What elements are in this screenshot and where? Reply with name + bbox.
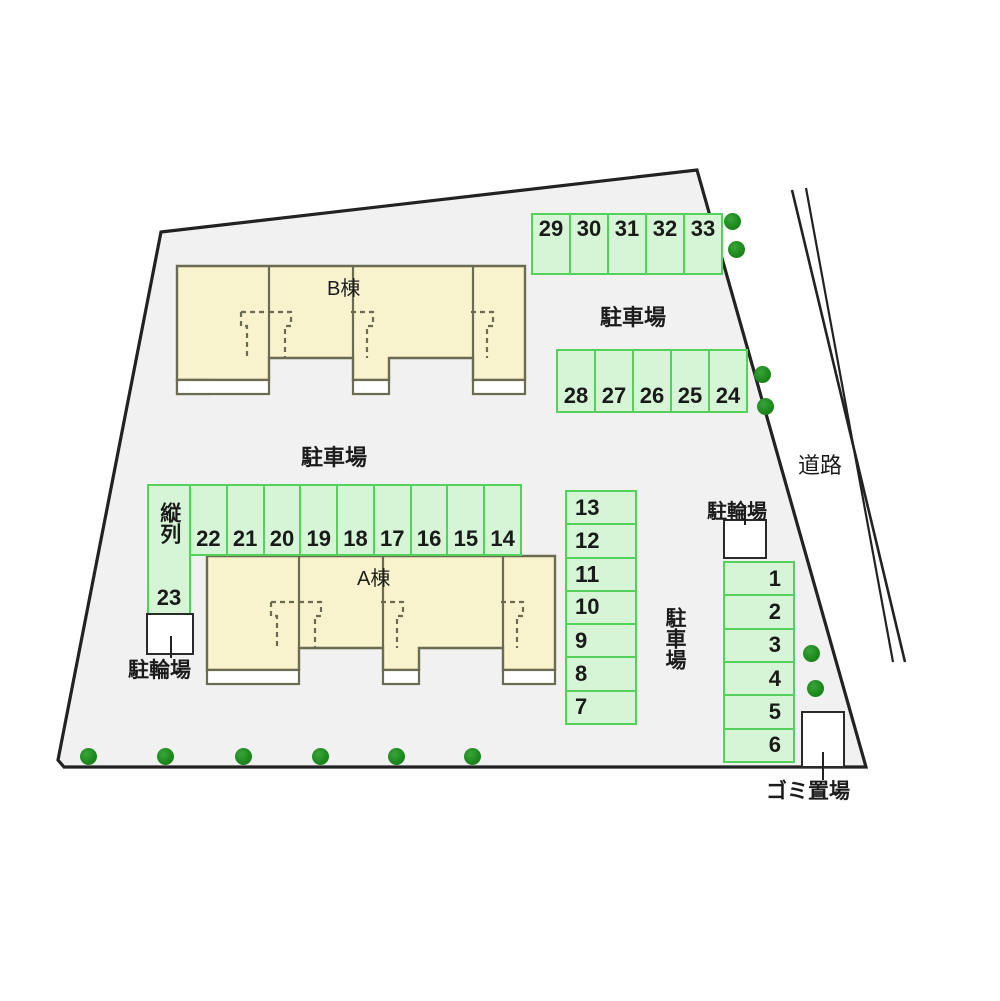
trash-area-leader <box>822 752 824 780</box>
tree-icon <box>728 241 745 258</box>
parking-label-top: 駐車場 <box>600 306 667 331</box>
stall-15[interactable]: 15 <box>446 486 483 554</box>
stall-13[interactable]: 13 <box>575 494 600 520</box>
stall-29[interactable]: 29 <box>538 216 564 241</box>
stalls-22-14[interactable]: 22 21 20 19 18 17 16 15 14 <box>189 484 522 556</box>
stall-23[interactable]: 23 <box>156 585 182 610</box>
stall-8[interactable]: 8 <box>567 656 635 689</box>
stalls-28-24[interactable]: 28 27 26 25 24 <box>556 349 748 413</box>
stalls-13-7[interactable]: 13 12 11 10 9 8 7 <box>565 490 637 725</box>
tandem-header: 縦列 <box>149 486 189 561</box>
stall-28[interactable]: 28 <box>563 383 589 408</box>
bike-parking-right-box[interactable] <box>723 519 767 559</box>
road-edge-inner <box>790 189 907 663</box>
stalls-1-6[interactable]: 1 2 3 4 5 6 <box>723 561 795 763</box>
stall-30[interactable]: 30 <box>569 215 607 273</box>
tree-icon <box>464 748 481 765</box>
a-building: A棟 <box>205 554 557 688</box>
stall-1[interactable]: 1 <box>768 565 781 591</box>
stall-2[interactable]: 2 <box>725 594 793 627</box>
road-label: 道路 <box>798 454 843 479</box>
stall-32[interactable]: 32 <box>645 215 683 273</box>
stall-12[interactable]: 12 <box>567 523 635 556</box>
bike-parking-right-label: 駐輪場 <box>707 499 767 523</box>
b-building: B棟 <box>175 264 527 398</box>
trash-area-label: ゴミ置場 <box>766 779 850 803</box>
bike-parking-left-leader <box>170 636 172 658</box>
stalls-29-33[interactable]: 29 30 31 32 33 <box>531 213 723 275</box>
stall-10[interactable]: 10 <box>567 589 635 623</box>
stall-26[interactable]: 26 <box>632 351 670 411</box>
stall-9[interactable]: 9 <box>567 623 635 656</box>
tree-icon <box>312 748 329 765</box>
tree-icon <box>80 748 97 765</box>
stall-20[interactable]: 20 <box>262 486 300 554</box>
stall-16[interactable]: 16 <box>409 486 447 554</box>
parking-label-right: 駐車場 <box>663 607 688 670</box>
bike-parking-right-leader <box>744 505 746 525</box>
tree-icon <box>754 366 771 383</box>
stall-27[interactable]: 27 <box>594 351 632 411</box>
b-building-label: B棟 <box>327 278 361 300</box>
tree-icon <box>388 748 405 765</box>
stall-31[interactable]: 31 <box>607 215 645 273</box>
stall-21[interactable]: 21 <box>225 486 263 554</box>
stall-17[interactable]: 17 <box>372 486 410 554</box>
stall-24[interactable]: 24 <box>708 351 746 411</box>
stall-3[interactable]: 3 <box>725 627 793 661</box>
stall-23-tandem[interactable]: 縦列 23 <box>147 484 191 615</box>
tree-icon <box>724 213 741 230</box>
road-edge-outer <box>804 187 895 663</box>
tandem-header-label: 縦列 <box>157 502 181 545</box>
tree-icon <box>157 748 174 765</box>
tree-icon <box>803 645 820 662</box>
stall-22[interactable]: 22 <box>196 526 221 551</box>
stall-14[interactable]: 14 <box>483 486 520 554</box>
a-building-label: A棟 <box>357 568 391 590</box>
tree-icon <box>235 748 252 765</box>
stall-25[interactable]: 25 <box>670 351 708 411</box>
bike-parking-left-label: 駐輪場 <box>128 658 191 682</box>
stall-6[interactable]: 6 <box>725 727 793 761</box>
stall-18[interactable]: 18 <box>336 486 373 554</box>
tree-icon <box>757 398 774 415</box>
stall-11[interactable]: 11 <box>567 556 635 590</box>
stall-33[interactable]: 33 <box>683 215 721 273</box>
stall-5[interactable]: 5 <box>725 694 793 727</box>
stall-19[interactable]: 19 <box>299 486 336 554</box>
tree-icon <box>807 680 824 697</box>
parking-label-mid: 駐車場 <box>301 446 368 471</box>
stall-7[interactable]: 7 <box>567 689 635 723</box>
stall-4[interactable]: 4 <box>725 660 793 694</box>
